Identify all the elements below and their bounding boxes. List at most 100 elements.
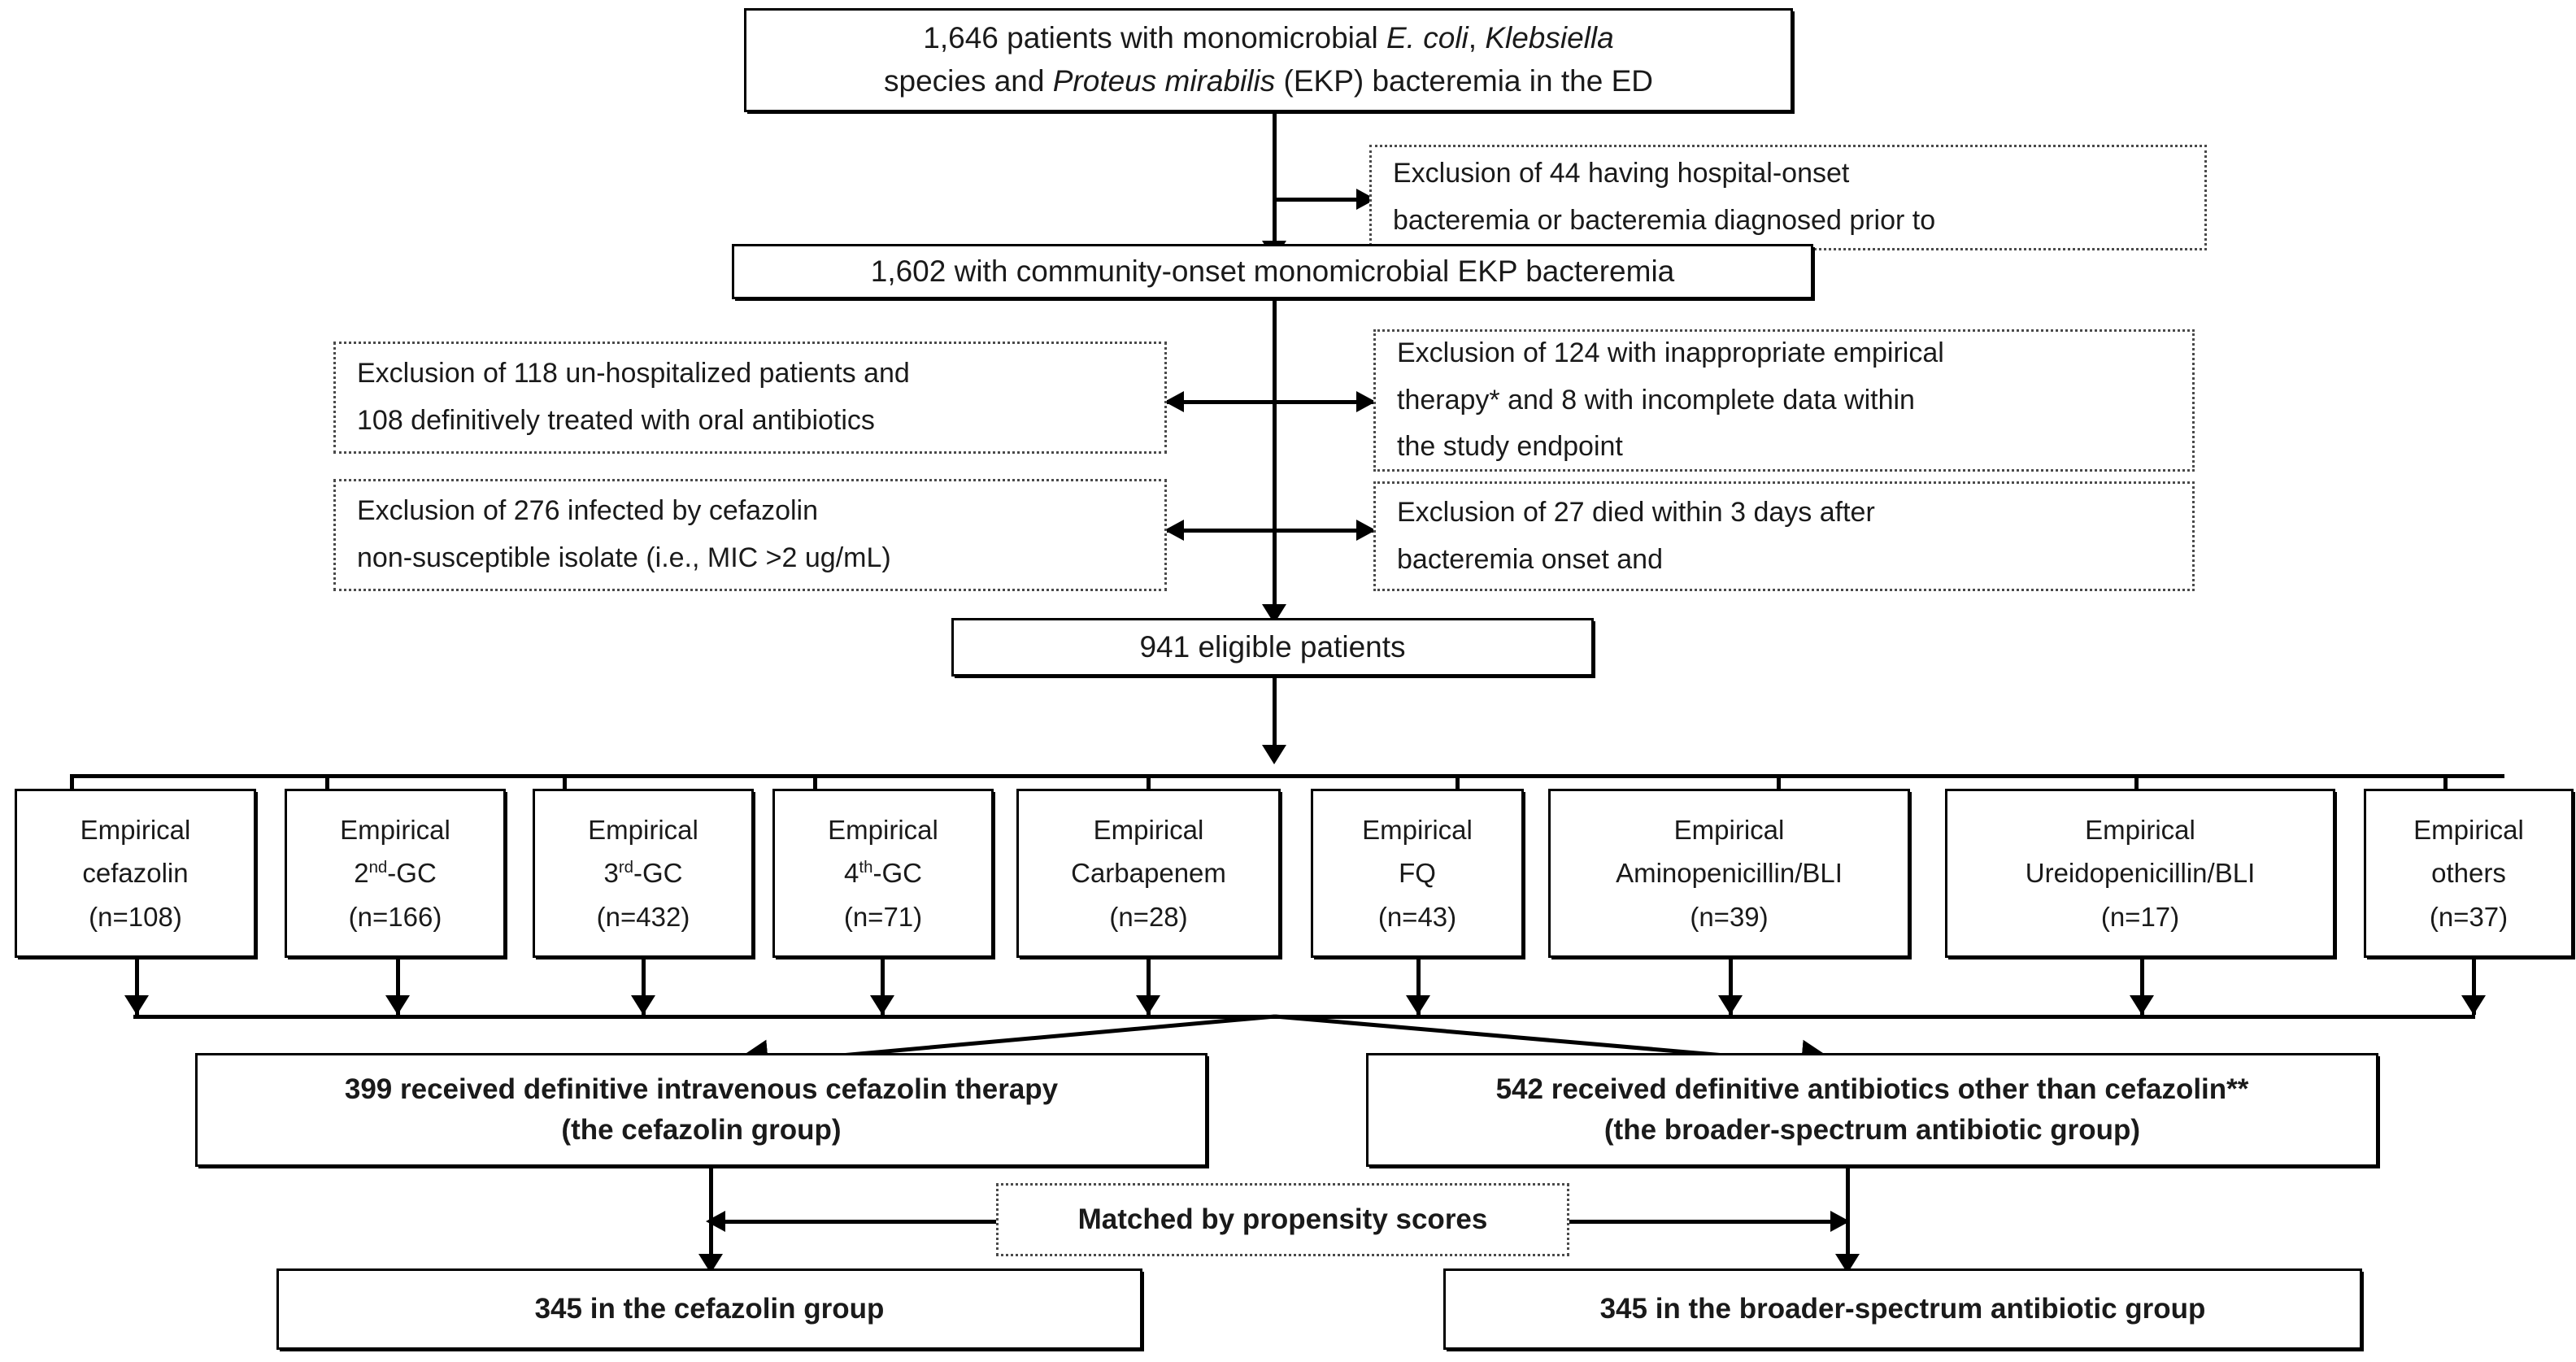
arrowhead-matched-right	[1830, 1211, 1850, 1232]
trunk-eligible-to-bus	[1273, 675, 1277, 760]
empirical-count: (n=28)	[1109, 901, 1188, 932]
empirical-count: (n=108)	[89, 901, 182, 932]
exclusion-line: the study endpoint	[1397, 431, 1623, 463]
exclusion-line: therapy* and 8 with incomplete data with…	[1397, 384, 1915, 416]
community-onset-label: 1,602 with community-onset monomicrobial…	[870, 254, 1675, 288]
matched-cefazolin-label: 345 in the cefazolin group	[534, 1293, 885, 1325]
empirical-line-1: Empirical	[1673, 814, 1785, 845]
empirical-line-2: 4th-GC	[844, 858, 922, 889]
broader-group-line-2: (the broader-spectrum antibiotic group)	[1603, 1114, 2141, 1146]
empirical-box-others: Empirical others (n=37)	[2364, 789, 2574, 958]
node-enrolled-patients: 1,646 patients with monomicrobial E. col…	[744, 8, 1793, 112]
excl-row1-connector	[1164, 400, 1376, 404]
matched-broader-label: 345 in the broader-spectrum antibiotic g…	[1599, 1293, 2206, 1325]
empirical-count: (n=17)	[2100, 901, 2180, 932]
cefazolin-group-line-1: 399 received definitive intravenous cefa…	[344, 1073, 1059, 1106]
out-drop-5	[1147, 958, 1151, 1015]
node-propensity-matching: Matched by propensity scores	[996, 1183, 1569, 1256]
empirical-box-fq: Empirical FQ (n=43)	[1311, 789, 1524, 958]
empirical-line-1: Empirical	[1362, 814, 1473, 845]
exclusion-early-death: Exclusion of 27 died within 3 days after…	[1373, 481, 2195, 591]
exclusion-hospital-onset: Exclusion of 44 having hospital-onset ba…	[1369, 145, 2207, 250]
exclusion-un-hospitalized: Exclusion of 118 un-hospitalized patient…	[333, 342, 1167, 454]
exclusion-line: 108 definitively treated with oral antib…	[357, 405, 875, 436]
node-eligible-patients: 941 eligible patients	[951, 618, 1594, 677]
empirical-line-1: Empirical	[1093, 814, 1204, 845]
empirical-count: (n=166)	[348, 901, 442, 932]
empirical-box-second-gc: Empirical 2nd-GC (n=166)	[285, 789, 506, 958]
empirical-line-2: Aminopenicillin/BLI	[1616, 858, 1843, 889]
empirical-count: (n=71)	[843, 901, 923, 932]
exclusion-line: Exclusion of 276 infected by cefazolin	[357, 495, 819, 527]
node-matched-broader-group: 345 in the broader-spectrum antibiotic g…	[1443, 1268, 2362, 1350]
empirical-line-1: Empirical	[2085, 814, 2195, 845]
enrolled-line-2: species and Proteus mirabilis (EKP) bact…	[884, 64, 1653, 98]
arrowhead-excl-row2-right	[1356, 520, 1376, 541]
empirical-line-2: FQ	[1399, 858, 1436, 889]
exclusion-line: Exclusion of 118 un-hospitalized patient…	[357, 358, 910, 389]
arrowhead-excl-row1-left	[1164, 391, 1184, 412]
out-drop-1	[135, 958, 139, 1015]
empirical-count: (n=432)	[596, 901, 690, 932]
empirical-line-1: Empirical	[2413, 814, 2524, 845]
excl-row2-connector	[1164, 529, 1376, 533]
empirical-line-2: Carbapenem	[1071, 858, 1226, 889]
out-drop-7	[1729, 958, 1733, 1015]
branch-to-hospital-onset	[1273, 198, 1366, 202]
node-community-onset: 1,602 with community-onset monomicrobial…	[732, 244, 1813, 299]
cefazolin-group-line-2: (the cefazolin group)	[561, 1114, 842, 1146]
empirical-line-1: Empirical	[340, 814, 450, 845]
empirical-box-fourth-gc: Empirical 4th-GC (n=71)	[772, 789, 994, 958]
empirical-box-carbapenem: Empirical Carbapenem (n=28)	[1016, 789, 1281, 958]
empirical-box-aminopenicillin-bli: Empirical Aminopenicillin/BLI (n=39)	[1548, 789, 1910, 958]
arrowhead-drop-1	[124, 995, 149, 1015]
empirical-box-third-gc: Empirical 3rd-GC (n=432)	[533, 789, 754, 958]
out-drop-2	[396, 958, 400, 1015]
exclusion-line: bacteremia or bacteremia diagnosed prior…	[1393, 205, 1936, 236]
empirical-box-ureidopenicillin-bli: Empirical Ureidopenicillin/BLI (n=17)	[1945, 789, 2335, 958]
arrowhead-excl-row2-left	[1164, 520, 1184, 541]
empirical-box-cefazolin: Empirical cefazolin (n=108)	[15, 789, 256, 958]
empirical-line-1: Empirical	[828, 814, 938, 845]
arrowhead-drop-7	[1718, 995, 1743, 1015]
arrowhead-drop-8	[2130, 995, 2154, 1015]
arrowhead-excl-row1-right	[1356, 391, 1376, 412]
node-broader-spectrum-group: 542 received definitive antibiotics othe…	[1366, 1053, 2378, 1167]
broader-group-line-1: 542 received definitive antibiotics othe…	[1495, 1073, 2249, 1106]
trunk-enrolled-to-community	[1273, 110, 1277, 244]
arrowhead-into-bus	[1262, 745, 1286, 764]
out-drop-3	[642, 958, 646, 1015]
exclusion-inappropriate-empirical-therapy: Exclusion of 124 with inappropriate empi…	[1373, 329, 2195, 472]
node-matched-cefazolin-group: 345 in the cefazolin group	[276, 1268, 1142, 1350]
arrowhead-drop-3	[631, 995, 655, 1015]
arrowhead-drop-6	[1406, 995, 1430, 1015]
out-drop-6	[1416, 958, 1421, 1015]
exclusion-line: bacteremia onset and	[1397, 543, 1663, 575]
empirical-line-1: Empirical	[80, 814, 191, 845]
arrowhead-matched-left	[706, 1211, 725, 1232]
exclusion-line: Exclusion of 27 died within 3 days after	[1397, 496, 1875, 528]
empirical-count: (n=39)	[1690, 901, 1769, 932]
collector-bus	[133, 1015, 2475, 1019]
exclusion-cefazolin-non-susceptible: Exclusion of 276 infected by cefazolin n…	[333, 479, 1167, 591]
matched-connector-right	[1569, 1220, 1850, 1224]
exclusion-line: non-susceptible isolate (i.e., MIC >2 ug…	[357, 542, 891, 573]
empirical-count: (n=37)	[2429, 901, 2509, 932]
out-drop-4	[881, 958, 885, 1015]
empirical-line-2: Ureidopenicillin/BLI	[2025, 858, 2256, 889]
enrolled-line-1: 1,646 patients with monomicrobial E. col…	[923, 21, 1614, 55]
empirical-line-2: cefazolin	[82, 858, 189, 889]
propensity-matching-label: Matched by propensity scores	[1077, 1203, 1488, 1236]
empirical-count: (n=43)	[1377, 901, 1457, 932]
matched-connector-left	[716, 1220, 996, 1224]
empirical-line-2: others	[2431, 858, 2506, 889]
distribution-bus	[70, 774, 2504, 778]
empirical-line-2: 2nd-GC	[354, 858, 437, 889]
arrowhead-drop-9	[2461, 995, 2486, 1015]
empirical-line-2: 3rd-GC	[603, 858, 683, 889]
trunk-community-to-eligible	[1273, 297, 1277, 622]
node-cefazolin-group: 399 received definitive intravenous cefa…	[195, 1053, 1208, 1167]
out-drop-8	[2140, 958, 2144, 1015]
arrowhead-drop-2	[385, 995, 410, 1015]
